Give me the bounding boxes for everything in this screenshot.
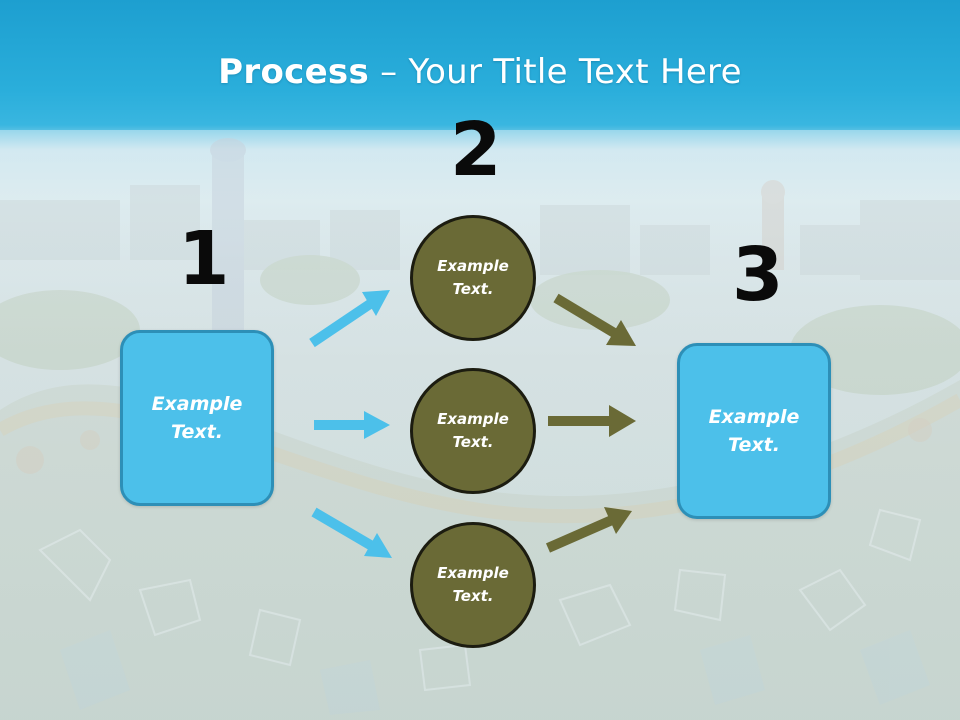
arrow-1-to-2c xyxy=(311,507,392,558)
olive-arrows xyxy=(545,293,636,553)
step-2-circle-top: Example Text. xyxy=(410,215,536,341)
step-2-text-middle: Example Text. xyxy=(437,409,509,451)
blue-arrows xyxy=(309,290,392,558)
step-number-2: 2 xyxy=(450,107,502,193)
step-1-box: Example Text. xyxy=(120,330,274,506)
title-bold: Process xyxy=(218,52,370,92)
step-3-text: Example Text. xyxy=(708,405,800,457)
step-1-text: Example Text. xyxy=(151,392,243,444)
step-number-1: 1 xyxy=(178,216,230,302)
step-3-box: Example Text. xyxy=(677,343,831,519)
slide-title: Process – Your Title Text Here xyxy=(0,52,960,92)
step-number-3: 3 xyxy=(732,232,784,318)
arrow-2a-to-3 xyxy=(553,293,636,346)
step-2-circle-middle: Example Text. xyxy=(410,368,536,494)
title-rest: – Your Title Text Here xyxy=(369,52,742,92)
step-2-circle-bottom: Example Text. xyxy=(410,522,536,648)
arrow-2b-to-3 xyxy=(548,405,636,437)
step-2-text-bottom: Example Text. xyxy=(437,563,509,605)
arrow-2c-to-3 xyxy=(545,507,632,553)
arrow-1-to-2b xyxy=(314,411,390,439)
arrow-1-to-2a xyxy=(309,290,390,348)
step-2-text-top: Example Text. xyxy=(437,256,509,298)
